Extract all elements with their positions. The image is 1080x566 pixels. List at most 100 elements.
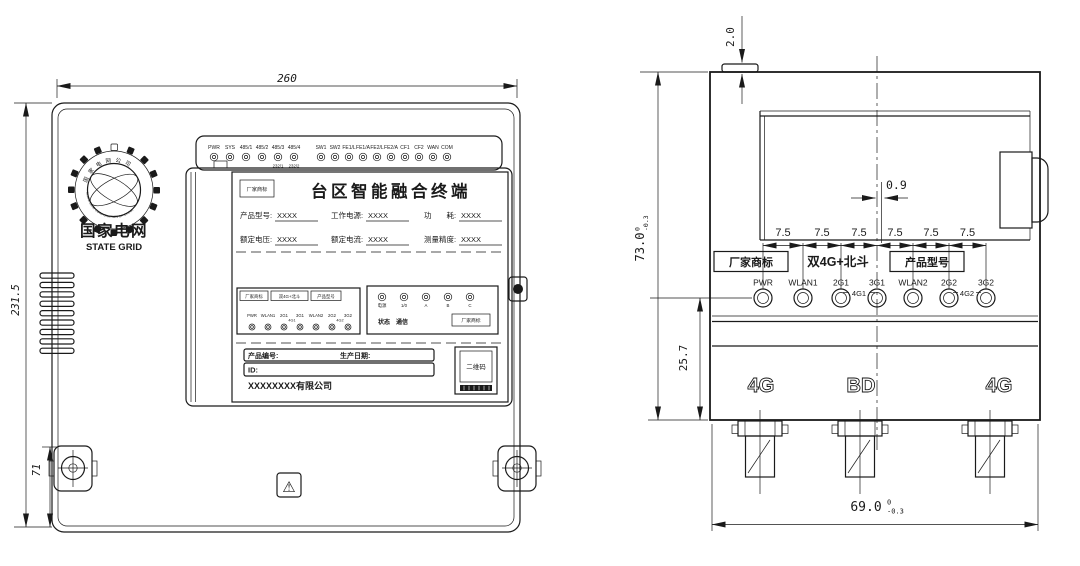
svg-text:WLAN2: WLAN2 [898, 278, 928, 288]
svg-text:测量精度:: 测量精度: [424, 234, 456, 244]
side-view: 2.0 0.9 7.5 7.5 7.5 [633, 16, 1049, 531]
svg-text:WLAN2: WLAN2 [309, 313, 324, 318]
svg-text:XXXX: XXXX [277, 235, 297, 244]
front-dim-height: 231.5 [10, 102, 52, 528]
svg-text:SW1: SW1 [316, 145, 327, 151]
svg-text:25.7: 25.7 [677, 345, 690, 372]
svg-text:XXXX: XXXX [461, 235, 481, 244]
svg-text:0: 0 [634, 227, 642, 231]
svg-text:二维码: 二维码 [466, 362, 486, 371]
nameplate-footer: 产品编号: 生产日期: ID: XXXXXXXX有限公司 二维码 [243, 346, 498, 395]
side-led-row: PWR WLAN1 2G1 3G1 WLAN2 2G2 3G2 4G1 4G2 [650, 278, 996, 308]
svg-text:0.9: 0.9 [886, 178, 907, 192]
svg-text:ID:: ID: [248, 366, 258, 375]
svg-text:B: B [447, 303, 450, 308]
mounting-bracket-left [48, 445, 98, 492]
company-name: XXXXXXXX有限公司 [248, 380, 332, 391]
side-dim-top: 2.0 [724, 16, 745, 104]
module-mini-leds [248, 323, 352, 331]
front-led-indicators [209, 152, 452, 162]
svg-text:产品型号: 产品型号 [905, 255, 949, 269]
antenna-connector-3 [961, 410, 1019, 494]
svg-text:COM: COM [441, 145, 453, 151]
svg-text:CF2: CF2 [414, 145, 424, 151]
svg-text:厂家商标: 厂家商标 [729, 255, 773, 269]
logo-ring [74, 150, 154, 230]
front-led-strip: PWR SYS 485/1 485/2 485/3 485/4 SW1 SW2 … [195, 135, 503, 171]
antenna-connector-1 [731, 410, 789, 494]
svg-text:FE2/A: FE2/A [384, 145, 399, 151]
svg-text:工作电源:: 工作电源: [331, 210, 363, 220]
svg-text:功 耗:: 功 耗: [424, 210, 456, 220]
side-dim-pitch-chain: 7.5 7.5 7.5 7.5 7.5 7.5 [762, 227, 987, 289]
module-mini-panel: 厂家商标 双4G+北斗 产品型号 PWR WLAN1 2G1 3G1 WLAN2… [236, 287, 361, 335]
svg-text:7.5: 7.5 [887, 227, 902, 239]
svg-text:485/2: 485/2 [256, 145, 269, 151]
svg-text:SYS: SYS [225, 145, 236, 151]
svg-text:4G2: 4G2 [960, 289, 974, 298]
side-dim-offset: 0.9 [851, 178, 908, 243]
dim-71: 71 [31, 464, 43, 477]
svg-text:FE1/L: FE1/L [342, 145, 356, 151]
svg-text:PWR: PWR [247, 313, 257, 318]
svg-text:产品型号: 产品型号 [317, 293, 335, 300]
door-latch [508, 276, 528, 302]
svg-text:-0.3: -0.3 [887, 508, 904, 516]
svg-text:生产日期:: 生产日期: [340, 351, 370, 360]
svg-text:3G1: 3G1 [869, 278, 885, 288]
side-recess [759, 110, 1049, 241]
svg-text:485/4: 485/4 [288, 145, 301, 151]
front-door-panel [185, 160, 513, 407]
svg-text:7.5: 7.5 [775, 227, 790, 239]
antenna-labels: 4G BD 4G [747, 375, 1013, 398]
svg-text:电源: 电源 [378, 302, 387, 309]
meter-mini-panel: 电源 1/0 A B C 状态 通信 厂家商标 [366, 285, 499, 335]
dim-231-5: 231.5 [10, 284, 22, 316]
svg-text:2G1: 2G1 [280, 313, 289, 318]
svg-text:双4G+北斗: 双4G+北斗 [279, 293, 301, 300]
nameplate: 厂家商标 台区智能融合终端 产品型号: XXXX 工作电源: XXXX 功 耗:… [231, 171, 509, 403]
svg-text:XXXX: XXXX [368, 211, 388, 220]
svg-text:7.5: 7.5 [923, 227, 938, 239]
dim-260: 260 [277, 72, 297, 85]
svg-text:2G2: 2G2 [328, 313, 337, 318]
svg-text:4G: 4G [748, 375, 775, 397]
svg-text:FE2/L: FE2/L [370, 145, 384, 151]
svg-text:SW2: SW2 [330, 145, 341, 151]
svg-text:WLAN1: WLAN1 [788, 278, 818, 288]
svg-text:WLAN1: WLAN1 [261, 313, 276, 318]
svg-text:69.0: 69.0 [850, 500, 881, 515]
svg-text:0: 0 [887, 499, 891, 507]
svg-text:状态: 状态 [378, 318, 390, 326]
svg-text:2G1: 2G1 [833, 278, 849, 288]
svg-text:7.5: 7.5 [960, 227, 975, 239]
nameplate-fields: 产品型号: XXXX 工作电源: XXXX 功 耗: XXXX 额定电压: XX… [240, 210, 502, 246]
svg-text:WAN: WAN [427, 145, 439, 151]
svg-text:7.5: 7.5 [814, 227, 829, 239]
svg-text:232/1: 232/1 [273, 164, 284, 169]
side-led-indicators [753, 288, 996, 308]
svg-text:4G2: 4G2 [336, 319, 343, 323]
side-body-outline [709, 71, 1041, 421]
front-led-labels: PWR SYS 485/1 485/2 485/3 485/4 SW1 SW2 … [208, 145, 453, 169]
svg-text:XXXX: XXXX [461, 211, 481, 220]
trademark-box-label: 厂家商标 [247, 185, 268, 193]
svg-text:XXXX: XXXX [368, 235, 388, 244]
svg-text:PWR: PWR [753, 278, 773, 288]
svg-text:双4G+北斗: 双4G+北斗 [806, 254, 869, 269]
warning-icon: ⚠ [282, 479, 295, 496]
svg-text:232/2: 232/2 [289, 164, 300, 169]
state-grid-logo: 国家电网公司 STATE GRID CORPORATION OF CHINA 国… [68, 143, 160, 253]
svg-text:BD: BD [847, 375, 876, 397]
svg-text:CF1: CF1 [400, 145, 410, 151]
svg-text:2.0: 2.0 [724, 27, 737, 47]
svg-text:485/1: 485/1 [240, 145, 253, 151]
vent-slats [39, 272, 75, 355]
side-dim-height: 73.0 0 -0.3 [633, 71, 708, 421]
svg-text:厂家商标: 厂家商标 [245, 293, 263, 300]
qr-code-box: 二维码 [454, 346, 498, 395]
side-connector [999, 151, 1033, 229]
svg-text:产品编号:: 产品编号: [248, 351, 278, 360]
svg-text:4G: 4G [986, 375, 1013, 397]
